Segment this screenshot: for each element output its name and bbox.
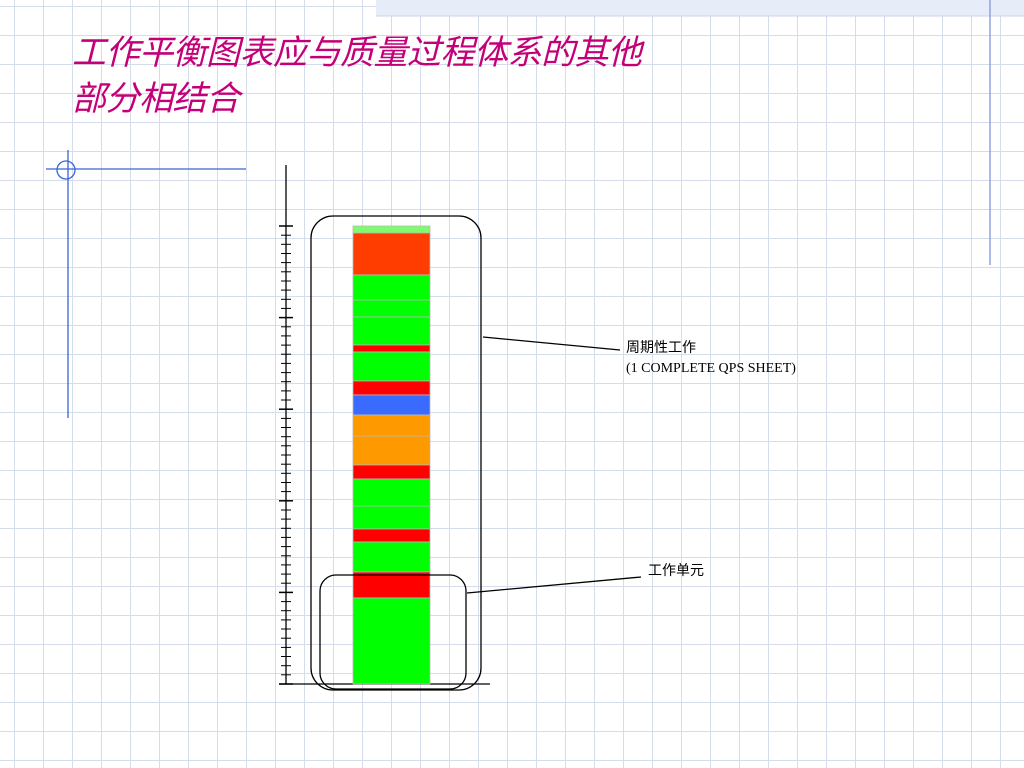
slide-title-line-2: 部分相结合 — [72, 79, 240, 119]
work-element-green — [352, 351, 431, 382]
work-element-green — [352, 541, 431, 573]
work-element-orange — [352, 435, 431, 466]
work-element-red_orange — [352, 232, 431, 276]
work-element-red — [352, 380, 431, 396]
work-element-red — [352, 571, 431, 599]
slide-title-line-1: 工作平衡图表应与质量过程体系的其他 — [72, 33, 642, 73]
work-element-green — [352, 316, 431, 346]
work-unit-label-text: 工作单元 — [648, 564, 704, 579]
work-element-red — [352, 528, 431, 543]
work-element-red — [352, 464, 431, 480]
work-element-red — [352, 344, 431, 353]
periodic-work-boundary — [310, 215, 482, 691]
work-element-green — [352, 299, 431, 318]
slide-title: 工作平衡图表应与质量过程体系的其他 部分相结合 — [72, 30, 792, 122]
work-element-green — [352, 505, 431, 530]
time-axis — [279, 165, 490, 685]
work-unit-boundary — [319, 574, 467, 690]
header-decor-band — [376, 0, 1024, 16]
work-element-light_green — [352, 225, 431, 234]
periodic-work-label-line-2: (1 COMPLETE QPS SHEET) — [626, 361, 796, 376]
work-element-blue — [352, 394, 431, 416]
periodic-work-label: 周期性工作 (1 COMPLETE QPS SHEET) — [626, 339, 796, 379]
crosshair-circle — [56, 160, 76, 180]
work-element-stack — [352, 225, 431, 685]
periodic-work-label-line-1: 周期性工作 — [626, 341, 696, 356]
periodic-work-leader-line — [482, 336, 621, 351]
work-unit-label: 工作单元 — [648, 562, 704, 582]
work-element-green — [352, 274, 431, 301]
work-element-orange — [352, 414, 431, 437]
work-element-green — [352, 597, 431, 685]
work-element-green — [352, 478, 431, 507]
work-unit-leader-line — [466, 576, 642, 594]
crosshair-decoration — [46, 150, 246, 418]
